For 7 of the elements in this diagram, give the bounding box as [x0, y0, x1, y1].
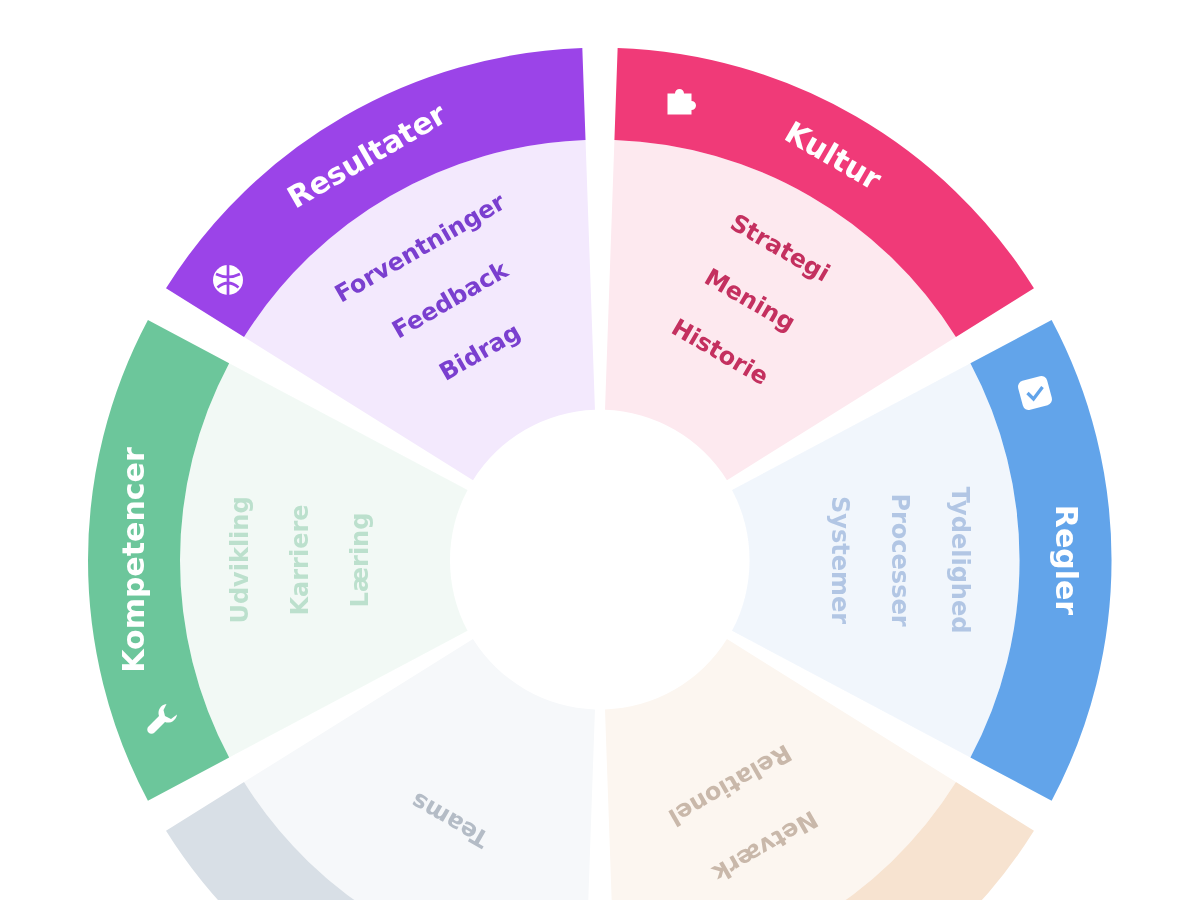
wheel-segment — [165, 48, 595, 481]
segment-title: Kompetencer — [119, 447, 149, 673]
segment-item: Tydelighed — [948, 486, 972, 634]
segment-item: Systemer — [828, 495, 852, 625]
segment-title: Regler — [1051, 504, 1081, 616]
segment-item: Processer — [888, 493, 912, 627]
wheel-segment — [605, 48, 1035, 481]
